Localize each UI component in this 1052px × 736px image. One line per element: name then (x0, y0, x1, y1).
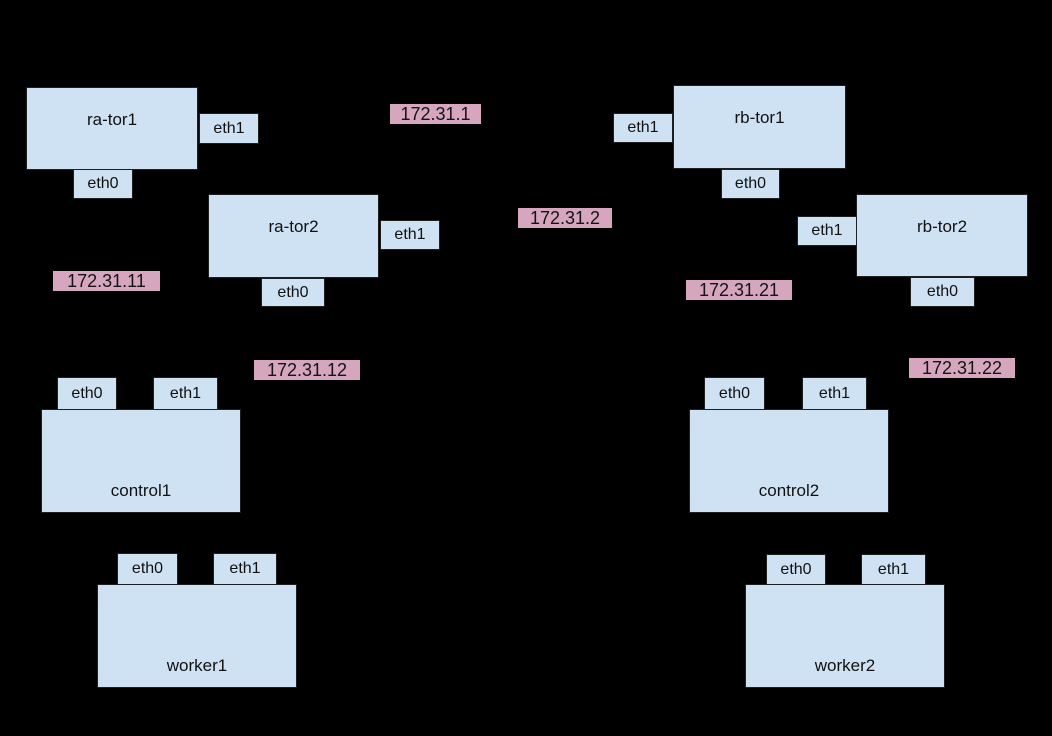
ip-label-172-31-1: 172.31.1 (390, 104, 481, 124)
port-control2-eth0: eth0 (704, 377, 765, 410)
ip-label-172-31-2: 172.31.2 (518, 208, 612, 228)
node-ra-tor1: ra-tor1 (26, 87, 198, 170)
port-label: eth1 (394, 226, 426, 243)
port-worker2-eth1: eth1 (861, 554, 926, 585)
port-label: eth0 (277, 283, 309, 301)
port-label: eth0 (87, 175, 119, 192)
port-ra-tor1-eth1: eth1 (199, 113, 259, 144)
port-label: eth0 (718, 384, 751, 402)
ip-label-172-31-21: 172.31.21 (686, 280, 792, 300)
node-label: rb-tor1 (734, 108, 785, 127)
port-label: eth0 (71, 384, 103, 402)
ip-text: 172.31.12 (266, 360, 348, 380)
port-label: eth1 (169, 384, 202, 402)
node-worker1: worker1 (97, 584, 297, 688)
node-control1: control1 (41, 409, 241, 513)
port-control2-eth1: eth1 (802, 377, 867, 410)
node-label: control1 (110, 481, 172, 500)
port-label: eth1 (818, 384, 851, 402)
port-worker1-eth1: eth1 (213, 553, 277, 585)
node-ra-tor2: ra-tor2 (208, 194, 379, 278)
port-ra-tor2-eth0: eth0 (261, 278, 325, 307)
node-label: ra-tor1 (86, 110, 138, 129)
port-rb-tor1-eth0: eth0 (721, 169, 780, 199)
port-label: eth1 (811, 222, 843, 239)
node-label: worker2 (814, 656, 876, 675)
node-label: ra-tor2 (268, 217, 319, 236)
port-rb-tor2-eth0: eth0 (910, 277, 975, 307)
port-label: eth0 (780, 560, 812, 578)
node-label: control2 (758, 481, 820, 500)
port-label: eth0 (131, 560, 164, 577)
ip-label-172-31-12: 172.31.12 (254, 360, 360, 380)
port-rb-tor2-eth1: eth1 (797, 216, 857, 246)
ip-label-172-31-22: 172.31.22 (909, 358, 1015, 378)
ip-text: 172.31.1 (400, 104, 471, 124)
port-worker2-eth0: eth0 (766, 554, 826, 585)
ip-text: 172.31.22 (921, 358, 1003, 378)
ip-text: 172.31.2 (529, 208, 601, 228)
port-label: eth1 (229, 560, 261, 577)
port-label: eth1 (627, 119, 659, 136)
ip-text: 172.31.11 (67, 271, 146, 291)
port-worker1-eth0: eth0 (117, 553, 178, 585)
ip-label-172-31-11: 172.31.11 (53, 271, 160, 291)
node-rb-tor2: rb-tor2 (856, 194, 1028, 277)
port-ra-tor1-eth0: eth0 (73, 169, 133, 199)
port-rb-tor1-eth1: eth1 (613, 113, 673, 143)
port-control1-eth1: eth1 (153, 377, 218, 410)
node-label: worker1 (166, 656, 228, 675)
port-control1-eth0: eth0 (57, 377, 117, 410)
port-ra-tor2-eth1: eth1 (380, 220, 440, 250)
port-label: eth0 (926, 283, 959, 300)
node-rb-tor1: rb-tor1 (673, 85, 846, 169)
port-label: eth1 (877, 560, 910, 578)
ip-text: 172.31.21 (698, 280, 780, 300)
node-control2: control2 (689, 409, 889, 513)
port-label: eth1 (213, 119, 245, 137)
port-label: eth0 (734, 175, 767, 192)
node-label: rb-tor2 (916, 217, 968, 236)
node-worker2: worker2 (745, 584, 945, 688)
